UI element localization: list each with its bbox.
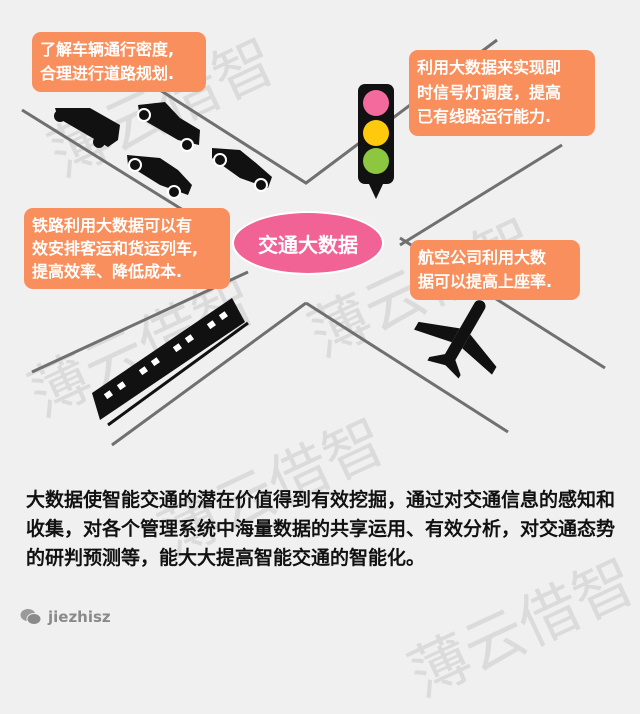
callout-line: 利用大数据来实现即	[417, 58, 562, 77]
center-title-text: 交通大数据	[258, 232, 358, 257]
car-icon-2	[137, 102, 200, 152]
callout-line: 已有线路运行能力.	[417, 107, 552, 126]
traffic-light-icon	[358, 84, 394, 199]
callout-line: 提高效率、降低成本.	[32, 262, 183, 281]
callout-airline: 航空公司利用大数 据可以提高上座率.	[410, 240, 580, 300]
callout-line: 时信号灯调度，提高	[417, 82, 562, 102]
callout-cars: 了解车辆通行密度, 合理进行道路规划.	[32, 32, 206, 92]
train-icon	[92, 298, 249, 427]
car-icon-1	[54, 108, 120, 148]
callout-line: 了解车辆通行密度,	[40, 40, 175, 59]
callout-line: 航空公司利用大数	[418, 248, 547, 267]
summary-paragraph: 大数据使智能交通的潜在价值得到有效挖掘，通过对交通信息的感知和收集，对各个管理系…	[26, 489, 616, 569]
callout-line: 合理进行道路规划.	[40, 64, 175, 83]
footer: jiezhisz	[20, 608, 111, 626]
wechat-icon	[20, 609, 42, 625]
car-icon-4	[212, 148, 272, 192]
road-diagram	[21, 38, 606, 447]
callout-railway: 铁路利用大数据可以有 效安排客运和货运列车, 提高效率、降低成本.	[24, 208, 230, 289]
callout-traffic-light: 利用大数据来实现即 时信号灯调度，提高 已有线路运行能力.	[409, 50, 595, 136]
center-title: 交通大数据	[232, 211, 384, 275]
callout-line: 据可以提高上座率.	[418, 272, 553, 291]
callout-line: 效安排客运和货运列车,	[32, 239, 199, 258]
callout-line: 铁路利用大数据可以有	[32, 216, 193, 235]
footer-account: jiezhisz	[48, 608, 111, 626]
airplane-icon	[414, 300, 497, 379]
car-icon-3	[127, 155, 192, 199]
